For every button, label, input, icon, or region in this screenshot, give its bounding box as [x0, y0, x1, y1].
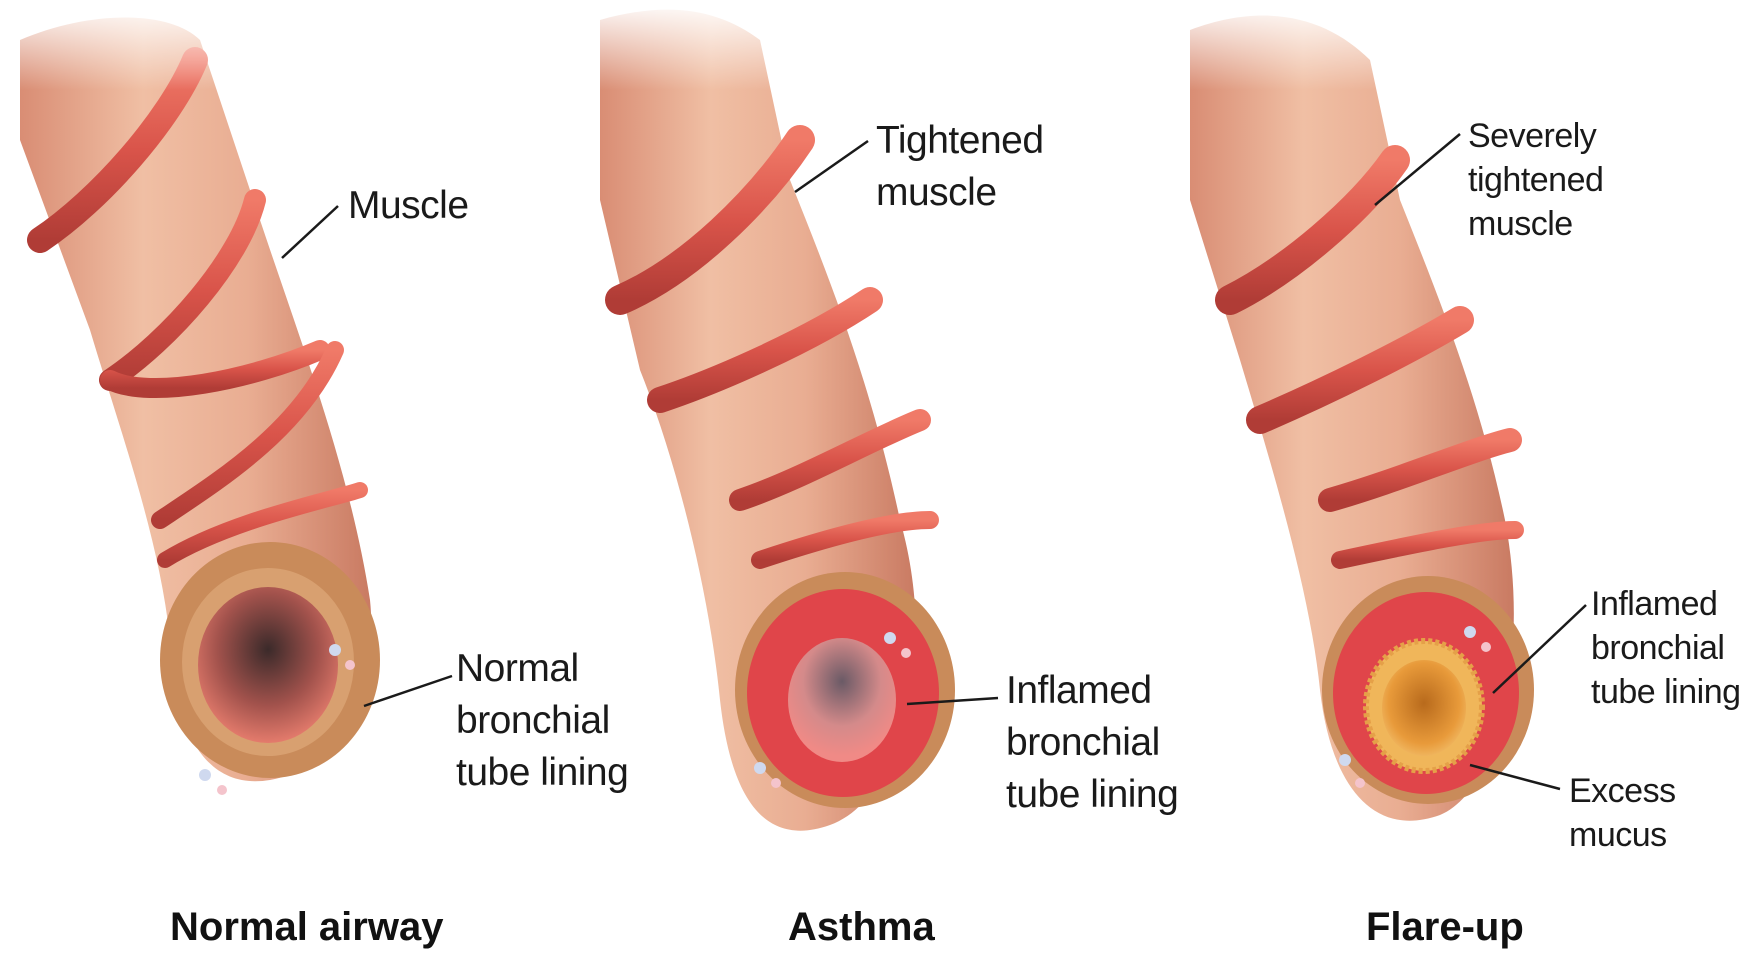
- label-excess-mucus: Excess mucus: [1569, 769, 1676, 857]
- normal-airway-illustration: [20, 18, 380, 796]
- label-normal-bronchial-tube-lining: Normal bronchial tube lining: [456, 643, 628, 799]
- normal-lumen: [198, 587, 338, 743]
- label-muscle: Muscle: [348, 180, 469, 232]
- caption-normal-airway: Normal airway: [170, 905, 443, 950]
- label-tightened-muscle: Tightened muscle: [876, 115, 1044, 219]
- caption-flare-up: Flare-up: [1366, 905, 1524, 950]
- label-asthma-inflamed-lining: Inflamed bronchial tube lining: [1006, 665, 1178, 821]
- asthma-lumen: [788, 638, 896, 762]
- flare-up-lumen: [1382, 660, 1466, 756]
- caption-asthma: Asthma: [788, 905, 935, 950]
- label-flare-up-inflamed-lining: Inflamed bronchial tube lining: [1591, 582, 1739, 714]
- leader-muscle: [282, 206, 338, 258]
- label-severely-tightened-muscle: Severely tightened muscle: [1468, 114, 1603, 246]
